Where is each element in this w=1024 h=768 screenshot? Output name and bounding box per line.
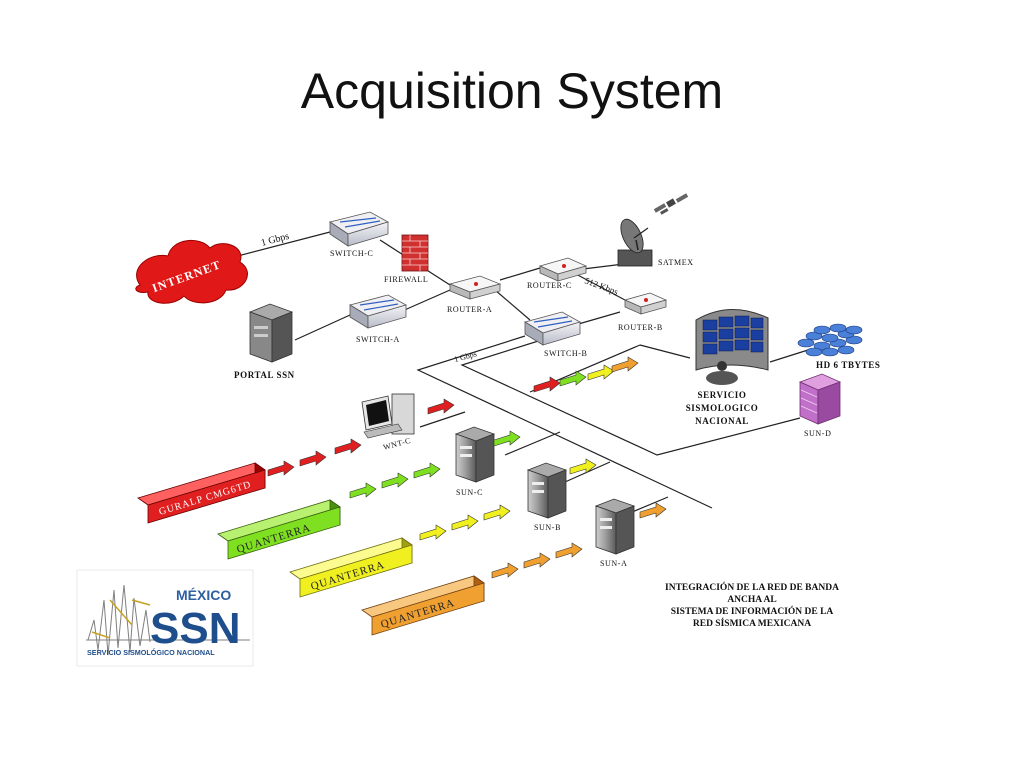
hd-storage-icon: HD 6 TBYTES <box>797 323 880 370</box>
internet-cloud: INTERNET <box>135 240 248 304</box>
sun-c-server-icon: SUN-C <box>454 426 496 497</box>
router-b-label: ROUTER-B <box>618 323 663 332</box>
satellite-dish-icon <box>617 218 653 267</box>
band-guralp: GURALP CMG6TD <box>137 462 266 524</box>
accent-lines-icon <box>91 599 151 639</box>
flow-arrow-icon <box>533 376 561 393</box>
firewall: FIREWALL <box>384 234 429 284</box>
router-b: ROUTER-B <box>618 292 668 332</box>
flow-arrow-icon <box>483 504 511 521</box>
flow-arrow-icon <box>555 542 583 559</box>
sun-c-label: SUN-C <box>456 488 483 497</box>
router-c: ROUTER-C <box>527 257 588 290</box>
wnt-c-label: WNT-C <box>382 436 412 452</box>
switch-b-label: SWITCH-B <box>544 349 587 358</box>
flow-arrow-icon <box>491 562 519 579</box>
link-512kbps: 512 Kbps <box>583 275 620 296</box>
sun-d-server-icon: SUN-D <box>798 373 842 438</box>
flow-arrow-icon <box>611 356 639 373</box>
caption: INTEGRACIÓN DE LA RED DE BANDA ANCHA AL … <box>665 581 839 629</box>
flow-arrow-icon <box>349 482 377 499</box>
flow-arrow-icon <box>413 462 441 479</box>
caption-line4: RED SÍSMICA MEXICANA <box>693 617 811 629</box>
router-c-label: ROUTER-C <box>527 281 572 290</box>
flow-arrow-icon <box>493 430 521 447</box>
caption-line3: SISTEMA DE INFORMACIÓN DE LA <box>671 605 834 617</box>
portal-ssn-label: PORTAL SSN <box>234 370 295 380</box>
logo-full-name: SERVICIO SISMOLÓGICO NACIONAL <box>87 648 215 657</box>
satmex-label: SATMEX <box>658 258 694 267</box>
servicio-label-line3: NACIONAL <box>695 416 749 426</box>
flow-arrow-icon <box>523 552 551 569</box>
flow-arrow-icon <box>419 524 447 541</box>
ssn-logo: MÉXICO SSN SERVICIO SISMOLÓGICO NACIONAL <box>76 569 254 667</box>
wnt-c-workstation-icon: WNT-C <box>361 393 415 452</box>
servicio-label-line2: SISMOLOGICO <box>686 403 759 413</box>
sun-b-server-icon: SUN-B <box>526 462 568 532</box>
logo-ssn: SSN <box>150 604 240 653</box>
logo-mexico: MÉXICO <box>176 587 231 603</box>
firewall-label: FIREWALL <box>384 275 428 284</box>
switch-c-label: SWITCH-C <box>330 249 373 258</box>
caption-line2: ANCHA AL <box>727 595 776 605</box>
sun-b-label: SUN-B <box>534 523 561 532</box>
servicio-label-line1: SERVICIO <box>698 390 747 400</box>
flow-arrow-icon <box>299 450 327 467</box>
sun-a-server-icon: SUN-A <box>594 498 636 568</box>
slide-title: Acquisition System <box>300 63 724 119</box>
flow-arrow-icon <box>569 458 597 475</box>
band-quanterra-green: QUANTERRA <box>217 499 341 560</box>
flow-arrow-icon <box>334 438 362 455</box>
switch-a-label: SWITCH-A <box>356 335 400 344</box>
switch-a: SWITCH-A <box>348 294 408 344</box>
caption-line1: INTEGRACIÓN DE LA RED DE BANDA <box>665 581 839 593</box>
flow-arrow-icon <box>587 364 615 381</box>
seismograph-lines-icon <box>86 584 250 656</box>
sun-d-label: SUN-D <box>804 429 831 438</box>
switch-c: SWITCH-C <box>329 211 390 258</box>
flow-arrow-icon <box>451 514 479 531</box>
switch-b: SWITCH-B <box>523 311 587 358</box>
data-flow-arrows <box>267 356 667 579</box>
connection-lines <box>229 231 809 516</box>
flow-arrow-icon <box>267 460 295 477</box>
satellite-icon <box>653 193 689 215</box>
band-quanterra-orange: QUANTERRA <box>361 575 485 636</box>
flow-arrow-icon <box>559 370 587 387</box>
portal-ssn-server-icon: PORTAL SSN <box>234 303 295 380</box>
router-a-label: ROUTER-A <box>447 305 492 314</box>
sun-a-label: SUN-A <box>600 559 627 568</box>
flow-arrow-icon <box>427 398 455 415</box>
control-room-icon: SERVICIO SISMOLOGICO NACIONAL <box>686 309 769 426</box>
flow-arrow-icon <box>381 472 409 489</box>
band-quanterra-yellow: QUANTERRA <box>289 537 413 598</box>
router-a: ROUTER-A <box>447 275 502 314</box>
hd-label: HD 6 TBYTES <box>816 360 880 370</box>
flow-arrow-icon <box>639 502 667 519</box>
